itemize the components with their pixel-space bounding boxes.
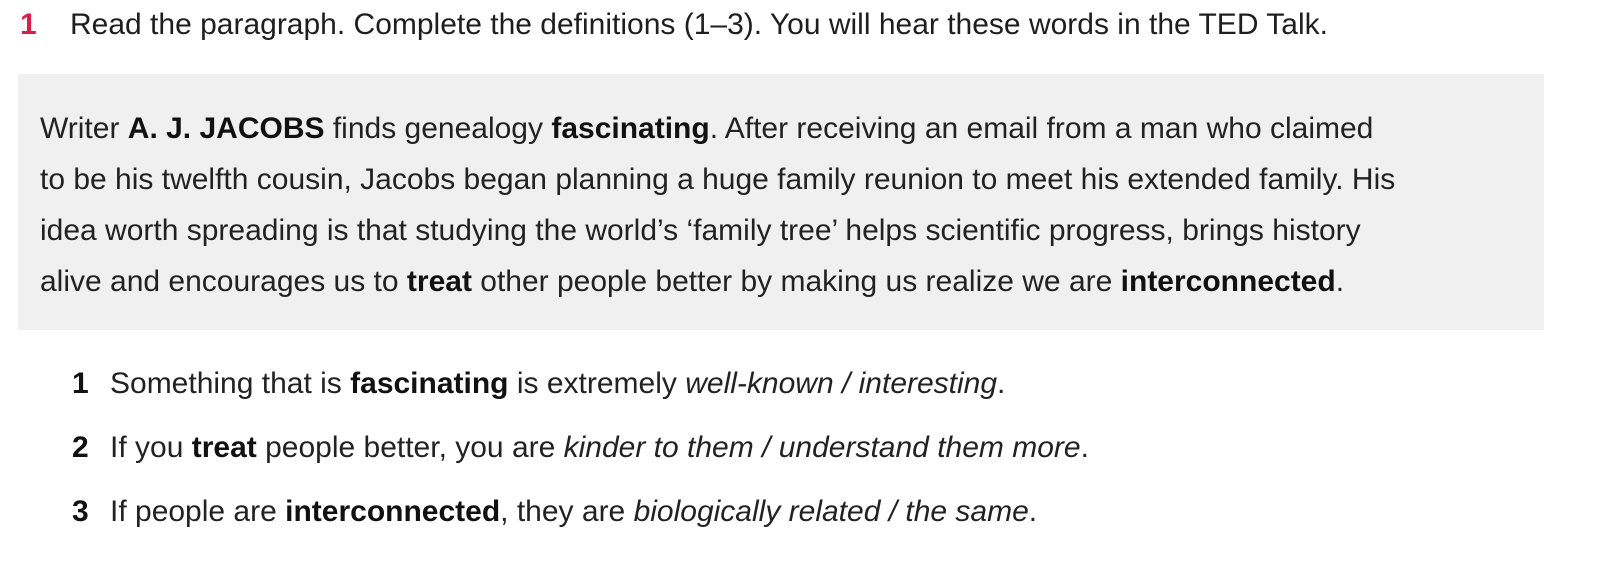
reading-paragraph: Writer A. J. JACOBS finds genealogy fasc… (40, 103, 1524, 307)
paragraph-text: alive and encourages us to (40, 265, 407, 298)
definition-term: fascinating (350, 367, 509, 400)
definition-prefix: Something that is (110, 367, 351, 400)
reading-paragraph-panel: Writer A. J. JACOBS finds genealogy fasc… (18, 74, 1544, 330)
author-name: A. J. JACOBS (127, 112, 325, 145)
paragraph-text: . After receiving an email from a man wh… (709, 112, 1374, 145)
definition-number: 2 (72, 431, 89, 464)
definition-number: 1 (72, 367, 89, 400)
paragraph-text: finds genealogy (324, 112, 552, 145)
paragraph-text: Writer (40, 112, 128, 145)
paragraph-text: other people better by making us realize… (471, 265, 1121, 298)
definition-term: treat (191, 431, 257, 464)
definition-term: interconnected (285, 495, 501, 528)
paragraph-line-4: alive and encourages us to treat other p… (40, 256, 1524, 307)
definition-item: 3 If people are interconnected, they are… (72, 484, 1552, 540)
exercise-header: 1 Read the paragraph. Complete the defin… (20, 2, 1590, 48)
definition-middle: , they are (500, 495, 634, 528)
definition-options[interactable]: biologically related / the same (633, 495, 1029, 528)
keyword-treat: treat (406, 265, 472, 298)
definition-prefix: If you (110, 431, 192, 464)
paragraph-text: . (1335, 265, 1345, 298)
exercise-number: 1 (20, 8, 37, 41)
definition-text: Something that is fascinating is extreme… (110, 367, 1005, 401)
definition-number: 3 (72, 495, 89, 528)
definition-text: If people are interconnected, they are b… (110, 495, 1037, 529)
definition-text: If you treat people better, you are kind… (110, 431, 1089, 465)
definition-prefix: If people are (110, 495, 286, 528)
definition-middle: people better, you are (256, 431, 564, 464)
definitions-list: 1 Something that is fascinating is extre… (72, 356, 1552, 548)
keyword-interconnected: interconnected (1120, 265, 1336, 298)
paragraph-line-3: idea worth spreading is that studying th… (40, 214, 1361, 247)
definition-end: . (1080, 431, 1089, 464)
definition-options[interactable]: well-known / interesting (685, 367, 998, 400)
definition-item: 1 Something that is fascinating is extre… (72, 356, 1552, 412)
definition-options[interactable]: kinder to them / understand them more (563, 431, 1081, 464)
definition-end: . (1028, 495, 1038, 528)
paragraph-line-1: Writer A. J. JACOBS finds genealogy fasc… (40, 103, 1524, 154)
paragraph-line-2: to be his twelfth cousin, Jacobs began p… (40, 163, 1396, 196)
keyword-fascinating: fascinating (551, 112, 710, 145)
definition-middle: is extremely (508, 367, 686, 400)
definition-item: 2 If you treat people better, you are ki… (72, 420, 1552, 476)
exercise-instruction: Read the paragraph. Complete the definit… (70, 8, 1328, 41)
definition-end: . (997, 367, 1006, 400)
